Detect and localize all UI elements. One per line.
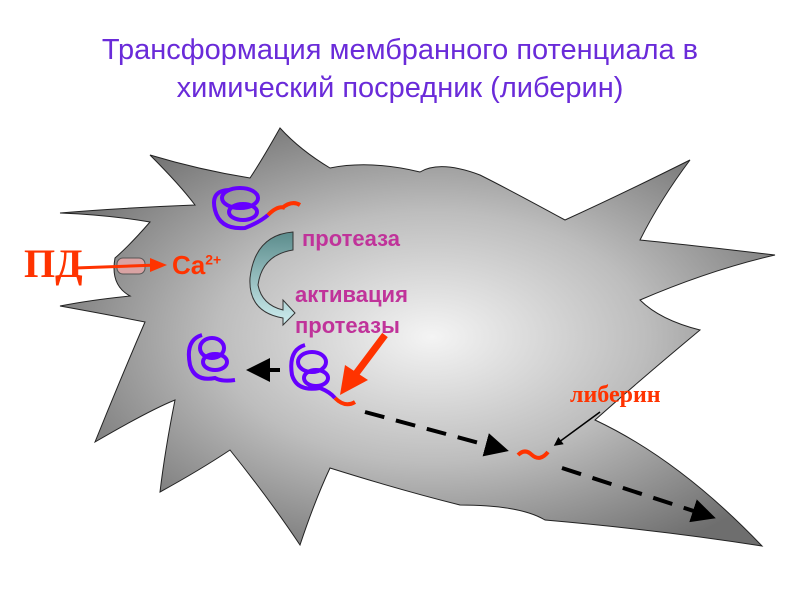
activation-label-2: протеазы [295, 313, 400, 338]
title-line-2: химический посредник (либерин) [176, 72, 624, 104]
protease-label: протеаза [302, 226, 401, 251]
activation-label-1: активация [295, 282, 408, 307]
calcium-charge: 2+ [205, 251, 222, 268]
liberin-label: либерин [570, 382, 661, 408]
release-arrow-icon [561, 466, 716, 523]
transport-arrow-icon [364, 410, 509, 457]
liberin-pointer-icon [553, 411, 601, 446]
liberin-fragment-icon [516, 449, 550, 460]
protein-cleaved-icon [186, 333, 236, 383]
protein-active-icon [289, 343, 357, 407]
title-line-1: Трансформация мембранного потенциала в [101, 34, 699, 66]
protease-arrow-icon [340, 365, 368, 395]
calcium-symbol: Ca [172, 250, 206, 280]
pd-label: ПД [24, 241, 83, 286]
protein-precursor-icon [212, 186, 302, 231]
cell-body [59, 127, 776, 547]
calcium-label: Ca2+ [172, 250, 221, 281]
pd-arrow-icon [150, 258, 167, 272]
curved-arrow-icon [249, 231, 296, 327]
